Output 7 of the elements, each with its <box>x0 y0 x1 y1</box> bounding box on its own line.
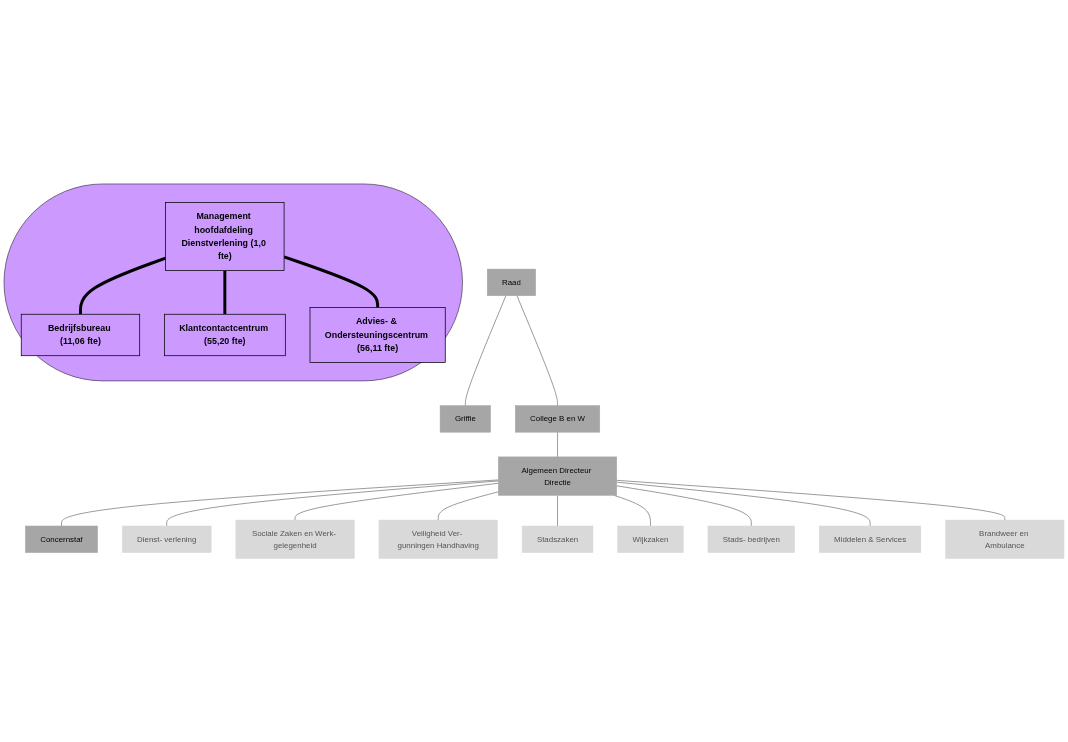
node-box: Bedrijfsbureau (11,06 fte) <box>20 313 141 356</box>
connector <box>223 270 227 314</box>
node-box: Klantcontactcentrum (55,20 fte) <box>164 313 286 356</box>
connector <box>283 255 380 308</box>
node-box: Advies- & Ondersteuningscentrum (56,11 fte) <box>309 306 446 363</box>
node-box: Management hoofdafdeling Dienstverlening (1,0 fte) <box>165 201 285 271</box>
connector <box>79 256 167 314</box>
